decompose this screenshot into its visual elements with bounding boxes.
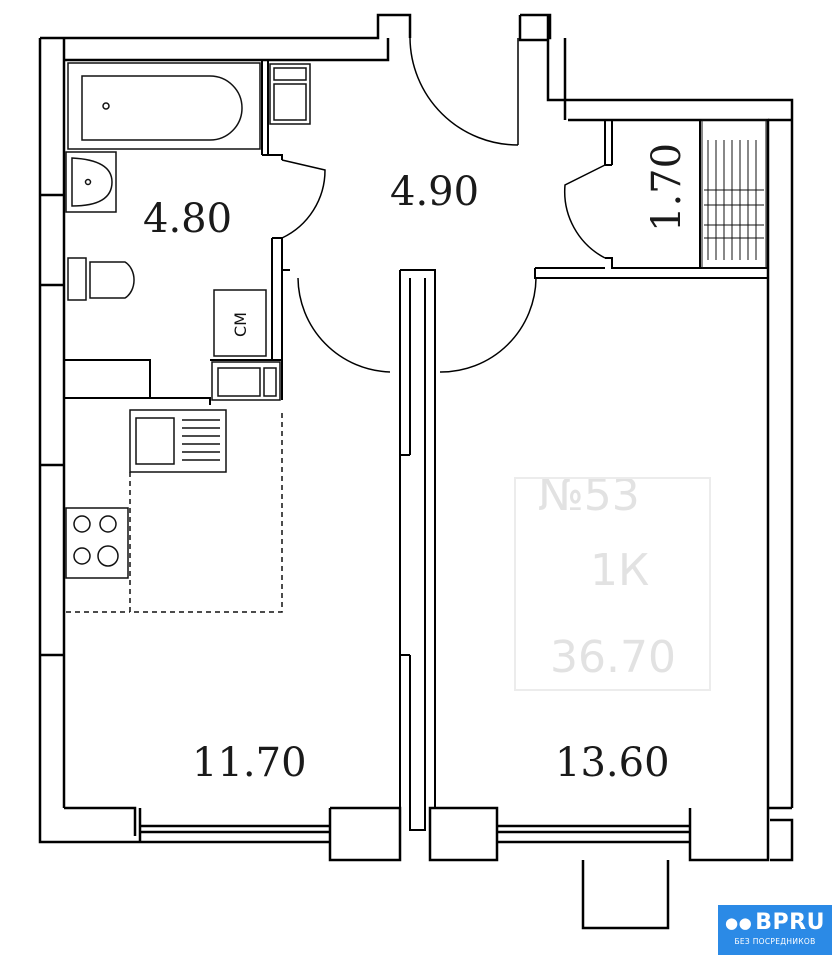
bathroom-area: 4.80 — [143, 196, 232, 242]
kitchen-counter — [66, 409, 283, 613]
outer-walls — [38, 13, 794, 930]
door-swings — [281, 37, 606, 373]
badge-tagline: БЕЗ ПОСРЕДНИКОВ — [734, 937, 816, 946]
watermark: №53 1К 36.70 — [514, 470, 711, 691]
internal-walls — [64, 60, 768, 831]
bathtub — [67, 62, 261, 150]
bpru-badge[interactable]: ●● BPRU БЕЗ ПОСРЕДНИКОВ — [718, 905, 832, 955]
bath-cabinet — [269, 63, 311, 125]
bedroom-area: 13.60 — [555, 740, 670, 786]
washing-machine: СМ — [213, 289, 267, 357]
people-icon: ●● — [725, 913, 753, 932]
kitchen-area: 11.70 — [192, 740, 307, 786]
washer-label: СМ — [231, 312, 250, 337]
washbasin — [65, 151, 117, 213]
hall-area: 4.90 — [390, 169, 479, 215]
storage-shelves — [701, 119, 767, 269]
watermark-rooms: 1К — [590, 545, 649, 596]
cooktop — [65, 507, 129, 579]
hall-cabinet — [211, 361, 281, 401]
toilet — [67, 257, 135, 301]
storage-area: 1.70 — [644, 143, 690, 232]
watermark-total: 36.70 — [550, 632, 676, 683]
badge-name: BPRU — [755, 910, 825, 935]
